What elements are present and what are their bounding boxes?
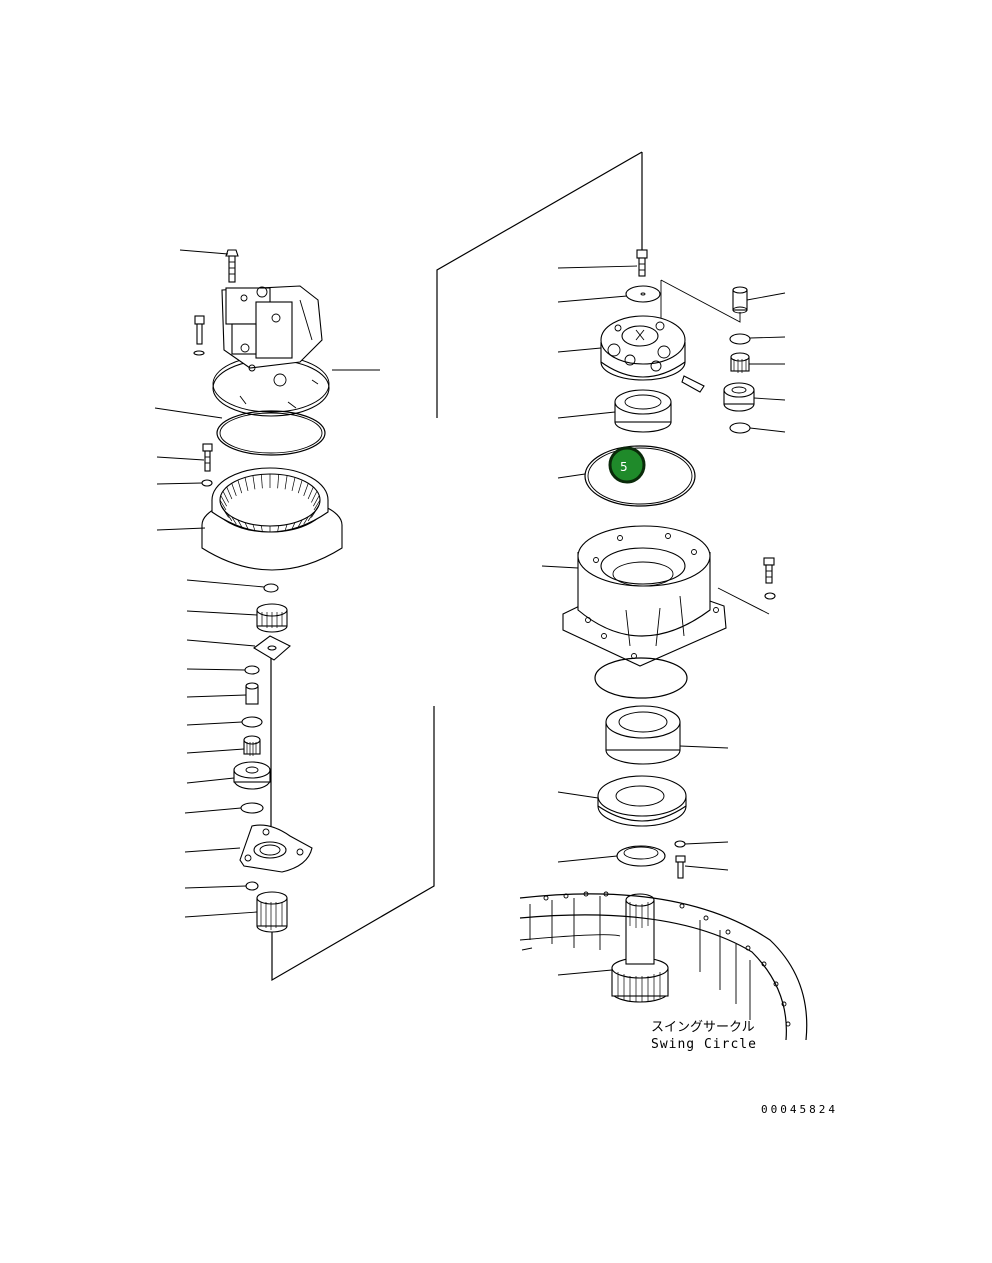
gear-tooth — [291, 522, 296, 530]
gear-tooth — [252, 475, 256, 490]
gear-tooth — [260, 474, 263, 489]
pin-right — [732, 286, 748, 314]
gear-tooth — [311, 508, 318, 518]
gear-tooth — [303, 516, 309, 525]
thrust-washer-1 — [253, 635, 291, 661]
gear-tooth — [313, 504, 320, 515]
gear-tooth — [313, 499, 321, 511]
callout-circle-5[interactable] — [608, 446, 646, 484]
gear-small-1 — [256, 603, 288, 633]
gear-tooth — [226, 512, 233, 522]
carrier-plate — [239, 824, 313, 873]
gear-tooth — [297, 479, 303, 494]
washer-right-3 — [674, 840, 686, 848]
gear-tooth — [277, 525, 280, 532]
gear-tooth — [220, 504, 227, 515]
bolt-top-right — [636, 249, 648, 277]
gear-tooth — [284, 524, 288, 531]
gear-tooth — [226, 486, 233, 500]
drawing-number: 00045824 — [761, 1103, 838, 1116]
gear-tooth — [307, 512, 314, 522]
bolt-right-2 — [763, 557, 775, 584]
gear-tooth — [237, 479, 243, 494]
swing-circle-jp-label: スイングサークル — [651, 1020, 755, 1035]
gear-tooth — [222, 508, 229, 518]
o-ring-callout-5 — [584, 445, 696, 507]
swing-circle — [519, 891, 808, 1041]
washer-2 — [240, 802, 264, 814]
bolt-top-left — [225, 249, 239, 283]
planet-gear-right — [723, 382, 755, 412]
gear-tooth — [237, 519, 243, 528]
bearing-right-1 — [614, 389, 672, 433]
gear-tooth — [284, 475, 288, 490]
gear-tooth — [222, 490, 229, 503]
seal — [616, 845, 666, 867]
washer-1 — [241, 716, 263, 728]
bolt-left-2 — [202, 443, 213, 472]
gear-tooth — [303, 483, 309, 496]
gear-tooth — [219, 499, 227, 511]
callout-number-5: 5 — [620, 460, 628, 474]
reduction-housing — [562, 525, 727, 667]
gear-tooth — [252, 524, 256, 531]
bolt-side-left — [193, 315, 205, 356]
snap-ring-3 — [245, 881, 259, 891]
gear-tooth — [220, 495, 227, 507]
pin-angled — [681, 375, 705, 393]
snap-ring-1 — [263, 583, 279, 593]
snap-ring-2 — [244, 665, 260, 675]
needle-bearing — [243, 735, 261, 756]
leader-lines-right — [521, 265, 786, 976]
gear-tooth — [311, 490, 318, 503]
leader-lines-left — [154, 249, 380, 918]
ring-gear-housing — [201, 467, 343, 571]
gear-tooth — [231, 483, 237, 496]
gear-tooth — [260, 525, 263, 532]
swing-circle-en-label: Swing Circle — [651, 1037, 757, 1052]
needle-bearing-right — [730, 352, 750, 373]
reduction-gear-assembly — [519, 249, 808, 1041]
bolt-right-3 — [675, 855, 686, 879]
sun-gear-left — [256, 891, 288, 933]
swing-motor-assembly — [193, 249, 343, 933]
carrier-right — [600, 315, 686, 381]
pin — [245, 682, 259, 705]
gear-tooth — [244, 477, 249, 492]
bearing-right-2 — [605, 705, 681, 765]
washer-right-2 — [729, 422, 751, 434]
washer-right-1 — [729, 333, 751, 345]
gear-tooth — [297, 519, 303, 528]
gear-tooth — [307, 486, 314, 500]
planet-gear-left — [233, 761, 271, 790]
gear-tooth — [313, 495, 320, 507]
gear-tooth — [277, 474, 280, 489]
gear-tooth — [244, 522, 249, 530]
callout-5[interactable]: 5 — [608, 446, 646, 484]
pinion-shaft — [611, 893, 669, 1003]
gear-tooth — [231, 516, 237, 525]
cover-plate — [597, 775, 687, 827]
gear-tooth — [291, 477, 296, 492]
connector-lines — [270, 151, 643, 982]
